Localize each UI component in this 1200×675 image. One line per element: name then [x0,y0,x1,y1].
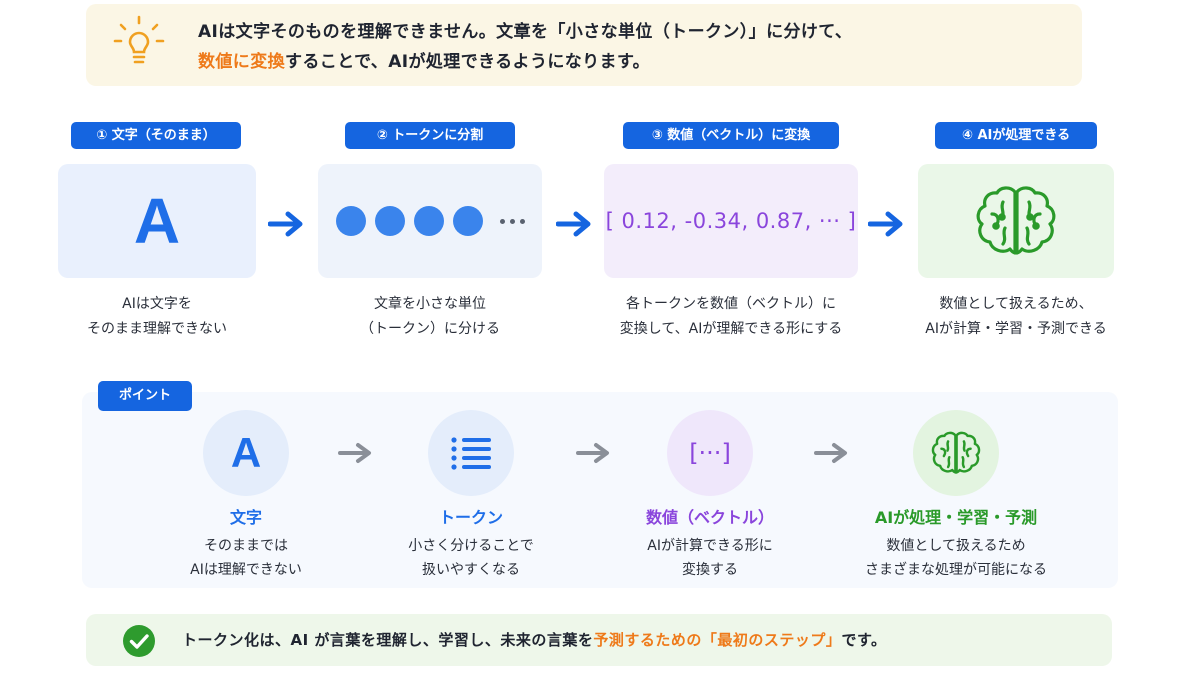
point-text-circle: A [203,410,289,496]
check-circle-icon [123,625,155,657]
step-3-box: [ 0.12, -0.34, 0.87, ··· ] [604,164,858,278]
step-1-box: A [58,164,256,278]
arrow-right-icon [814,443,847,463]
point-item-desc-line-1: 数値として扱えるため [886,538,1026,554]
point-ai-circle [913,410,999,496]
step-3-caption: 各トークンを数値（ベクトル）に 変換して、AIが理解できる形にする [581,292,881,342]
point-item-desc: 小さく分けることで 扱いやすくなる [351,534,591,582]
point-item-desc-line-2: AIは理解できない [190,562,302,578]
banner-line-2: 数値に変換することで、AIが処理できるようになります。 [198,47,852,77]
point-item-desc: AIが計算できる形に 変換する [590,534,830,582]
brain-icon [976,186,1056,255]
point-item-desc-line-2: 変換する [682,562,738,578]
point-item-desc: 数値として扱えるため さまざまな処理が可能になる [836,534,1076,582]
step-1-caption-line-1: AIは文字を [122,296,192,312]
banner-line-1: AIは文字そのものを理解できません。文章を「小さな単位（トークン）」に分けて、 [198,22,853,42]
token-dot [413,206,444,236]
list-icon [451,437,491,470]
point-item-title: 文字 [229,508,262,527]
step-4-badge: ④ AIが処理できる [935,122,1097,149]
footer-message: トークン化は、AI が言葉を理解し、学習し、未来の言葉を予測するための「最初のス… [182,627,886,653]
point-vector-circle: [···] [667,410,753,496]
step-2-caption-line-1: 文章を小さな単位 [374,296,486,312]
step-1-caption: AIは文字を そのまま理解できない [7,292,307,342]
arrow-right-icon [556,211,591,237]
token-dot [452,206,483,236]
step-1-caption-line-2: そのまま理解できない [87,321,227,337]
point-item-title: 数値（ベクトル） [645,508,774,527]
step-3-caption-line-1: 各トークンを数値（ベクトル）に [626,296,836,312]
letter-a: A [133,185,181,257]
point-item-desc-line-1: 小さく分けることで [408,538,534,554]
token-dot [335,206,366,236]
step-3-caption-line-2: 変換して、AIが理解できる形にする [619,321,843,337]
step-4-caption-line-2: AIが計算・学習・予測できる [925,321,1107,337]
step-4-box [918,164,1114,278]
step-2-caption: 文章を小さな単位 （トークン）に分ける [280,292,580,342]
point-item-desc-line-2: さまざまな処理が可能になる [865,562,1047,578]
bracket-icon: [···] [689,439,731,467]
token-dots [335,206,525,236]
point-item-desc-line-2: 扱いやすくなる [422,562,520,578]
arrow-right-icon [268,211,303,237]
banner-message: AIは文字そのものを理解できません。文章を「小さな単位（トークン）」に分けて、 … [198,17,852,77]
footer-text-end: です。 [841,631,887,649]
step-2-badge: ② トークンに分割 [345,122,515,149]
point-item-desc-line-1: AIが計算できる形に [647,538,773,554]
step-1-badge: ① 文字（そのまま） [71,122,241,149]
arrow-right-icon [338,443,371,463]
step-3-badge: ③ 数値（ベクトル）に変換 [623,122,839,149]
point-item-title: トークン [438,508,503,527]
step-2-box [318,164,542,278]
point-item-desc: そのままでは AIは理解できない [126,534,366,582]
token-dot [374,206,405,236]
point-token-circle [428,410,514,496]
banner-line-2-rest: することで、AIが処理できるようになります。 [285,52,651,72]
point-badge: ポイント [98,381,192,411]
lightbulb-icon [113,15,165,64]
footer-text-accent: 予測するための「最初のステップ」 [593,631,842,649]
summary-footer: トークン化は、AI が言葉を理解し、学習し、未来の言葉を予測するための「最初のス… [86,614,1112,666]
step-2-caption-line-2: （トークン）に分ける [360,321,500,337]
ellipsis-icon [499,218,525,224]
footer-text-main: トークン化は、AI が言葉を理解し、学習し、未来の言葉を [182,631,594,649]
letter-a: A [230,429,262,476]
point-item-title: AIが処理・学習・予測 [874,508,1038,527]
arrow-right-icon [576,443,609,463]
vector-values: [ 0.12, -0.34, 0.87, ··· ] [605,209,857,233]
info-banner: AIは文字そのものを理解できません。文章を「小さな単位（トークン）」に分けて、 … [86,4,1082,86]
step-4-caption: 数値として扱えるため、 AIが計算・学習・予測できる [866,292,1166,342]
banner-accent: 数値に変換 [198,52,285,72]
brain-icon [931,431,981,474]
arrow-right-icon [868,211,903,237]
step-4-caption-line-1: 数値として扱えるため、 [939,296,1093,312]
point-item-desc-line-1: そのままでは [204,538,288,554]
